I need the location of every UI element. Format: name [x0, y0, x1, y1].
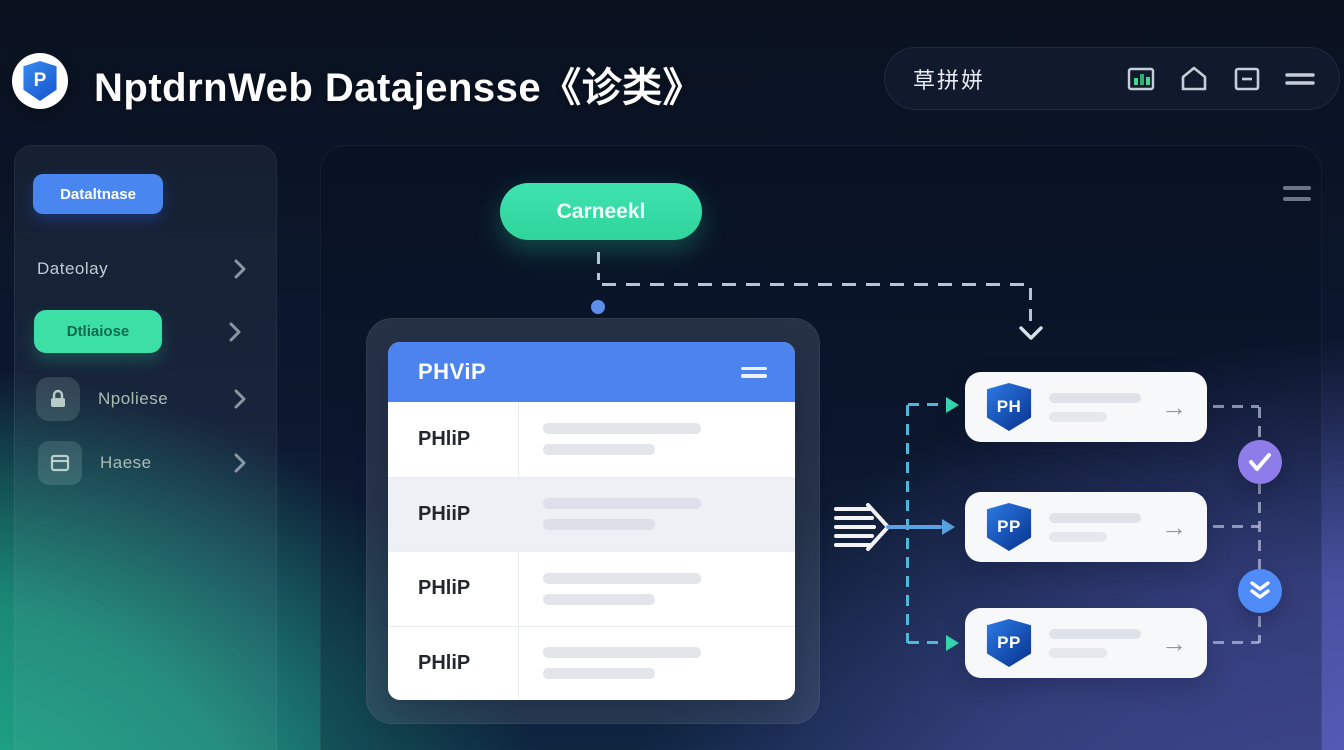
- row-label: PHliP: [418, 427, 471, 450]
- box-icon: [38, 441, 82, 485]
- lock-icon: [36, 377, 80, 421]
- branch-line: [908, 641, 946, 644]
- logo-shield-icon: P: [23, 61, 57, 101]
- search-input-text[interactable]: 草拼姘: [913, 67, 986, 93]
- app-logo[interactable]: P: [12, 53, 68, 109]
- product-logo-icon: PP: [986, 619, 1032, 667]
- product-logo-icon: PH: [986, 383, 1032, 431]
- menu-bar: [1283, 186, 1311, 190]
- row-placeholder: [543, 423, 701, 456]
- table-row[interactable]: PHliP: [388, 402, 795, 477]
- canvas-menu-icon[interactable]: [1283, 186, 1311, 208]
- arrow-right-icon[interactable]: →: [1161, 512, 1187, 542]
- arrowhead-icon: [946, 397, 959, 413]
- search-bar[interactable]: 草拼姘: [884, 47, 1340, 110]
- chevron-right-icon: [234, 389, 246, 409]
- sidebar-database-button[interactable]: Dataltnase: [33, 174, 163, 214]
- sidebar-item-label: Npoliese: [98, 389, 169, 408]
- sidebar-item-label: Dtliaiose: [66, 323, 130, 340]
- branch-line: [908, 403, 946, 406]
- logo-letter: P: [33, 70, 47, 91]
- sidebar-item-haese[interactable]: Haese: [14, 441, 277, 485]
- chevron-right-icon: [234, 259, 246, 279]
- card-placeholder: [1049, 512, 1141, 542]
- menu-bar: [1283, 197, 1311, 201]
- connector-line: [1029, 288, 1032, 326]
- table-row[interactable]: PHliP: [388, 551, 795, 626]
- result-line: [1213, 405, 1259, 408]
- row-label: PHliP: [418, 577, 471, 600]
- output-card[interactable]: PP →: [965, 608, 1207, 678]
- page-title: NptdrnWeb Datajensse《诊类》: [94, 66, 704, 110]
- home-icon[interactable]: [1179, 65, 1209, 93]
- connector-dot: [591, 300, 605, 314]
- output-card[interactable]: PP →: [965, 492, 1207, 562]
- arrowhead-icon: [942, 519, 955, 535]
- sidebar-database-label: Dataltnase: [60, 185, 136, 203]
- chart-icon[interactable]: [1127, 66, 1155, 92]
- chevron-right-icon: [234, 453, 246, 473]
- connector-line: [597, 252, 600, 280]
- table-header: PHViP: [388, 342, 795, 402]
- menu-icon[interactable]: [1285, 68, 1315, 90]
- arrow-right-icon[interactable]: →: [1161, 392, 1187, 422]
- table-row[interactable]: PHliP: [388, 625, 795, 701]
- card-placeholder: [1049, 392, 1141, 422]
- row-placeholder: [543, 647, 701, 680]
- result-line: [1258, 407, 1261, 643]
- table-row[interactable]: PHiiP: [388, 476, 795, 551]
- product-logo-icon: PP: [986, 503, 1032, 551]
- open-arrowhead-down-icon: [1019, 326, 1043, 340]
- arrowhead-icon: [946, 635, 959, 651]
- double-chevron-down-icon: [1250, 581, 1270, 599]
- table-title: PHViP: [418, 359, 487, 384]
- table-menu-icon[interactable]: [741, 363, 767, 382]
- data-table: PHViP PHliP PHiiP PHliP PHliP: [388, 342, 795, 700]
- minimize-icon[interactable]: [1233, 66, 1261, 92]
- flow-arrow: [886, 525, 942, 529]
- arrow-right-icon[interactable]: →: [1161, 628, 1187, 658]
- check-icon: [1249, 453, 1271, 471]
- check-badge: [1238, 440, 1282, 484]
- start-node-label: Carneekl: [556, 199, 646, 223]
- branch-line: [906, 405, 909, 643]
- fast-forward-icon: [834, 503, 891, 551]
- sidebar-divider: [14, 233, 277, 234]
- start-node-button[interactable]: Carneekl: [500, 183, 702, 240]
- result-line: [1213, 641, 1259, 644]
- chevron-right-icon: [229, 322, 241, 342]
- output-card[interactable]: PH →: [965, 372, 1207, 442]
- sidebar-item-dtliaiose-button[interactable]: Dtliaiose: [34, 310, 162, 353]
- sidebar-item-label: Dateolay: [37, 259, 109, 278]
- sidebar: [14, 145, 277, 750]
- sidebar-item-label: Haese: [100, 453, 152, 472]
- row-placeholder: [543, 572, 701, 605]
- sidebar-item-dateolay[interactable]: Dateolay: [14, 247, 277, 291]
- table-body: PHliP PHiiP PHliP PHliP: [388, 402, 795, 700]
- row-label: PHliP: [418, 651, 471, 674]
- result-line: [1213, 525, 1259, 528]
- row-label: PHiiP: [418, 502, 471, 525]
- row-placeholder: [543, 498, 701, 531]
- connector-line: [602, 283, 1032, 286]
- double-chevron-badge: [1238, 569, 1282, 613]
- card-placeholder: [1049, 628, 1141, 658]
- sidebar-item-npoliese[interactable]: Npoliese: [14, 377, 277, 421]
